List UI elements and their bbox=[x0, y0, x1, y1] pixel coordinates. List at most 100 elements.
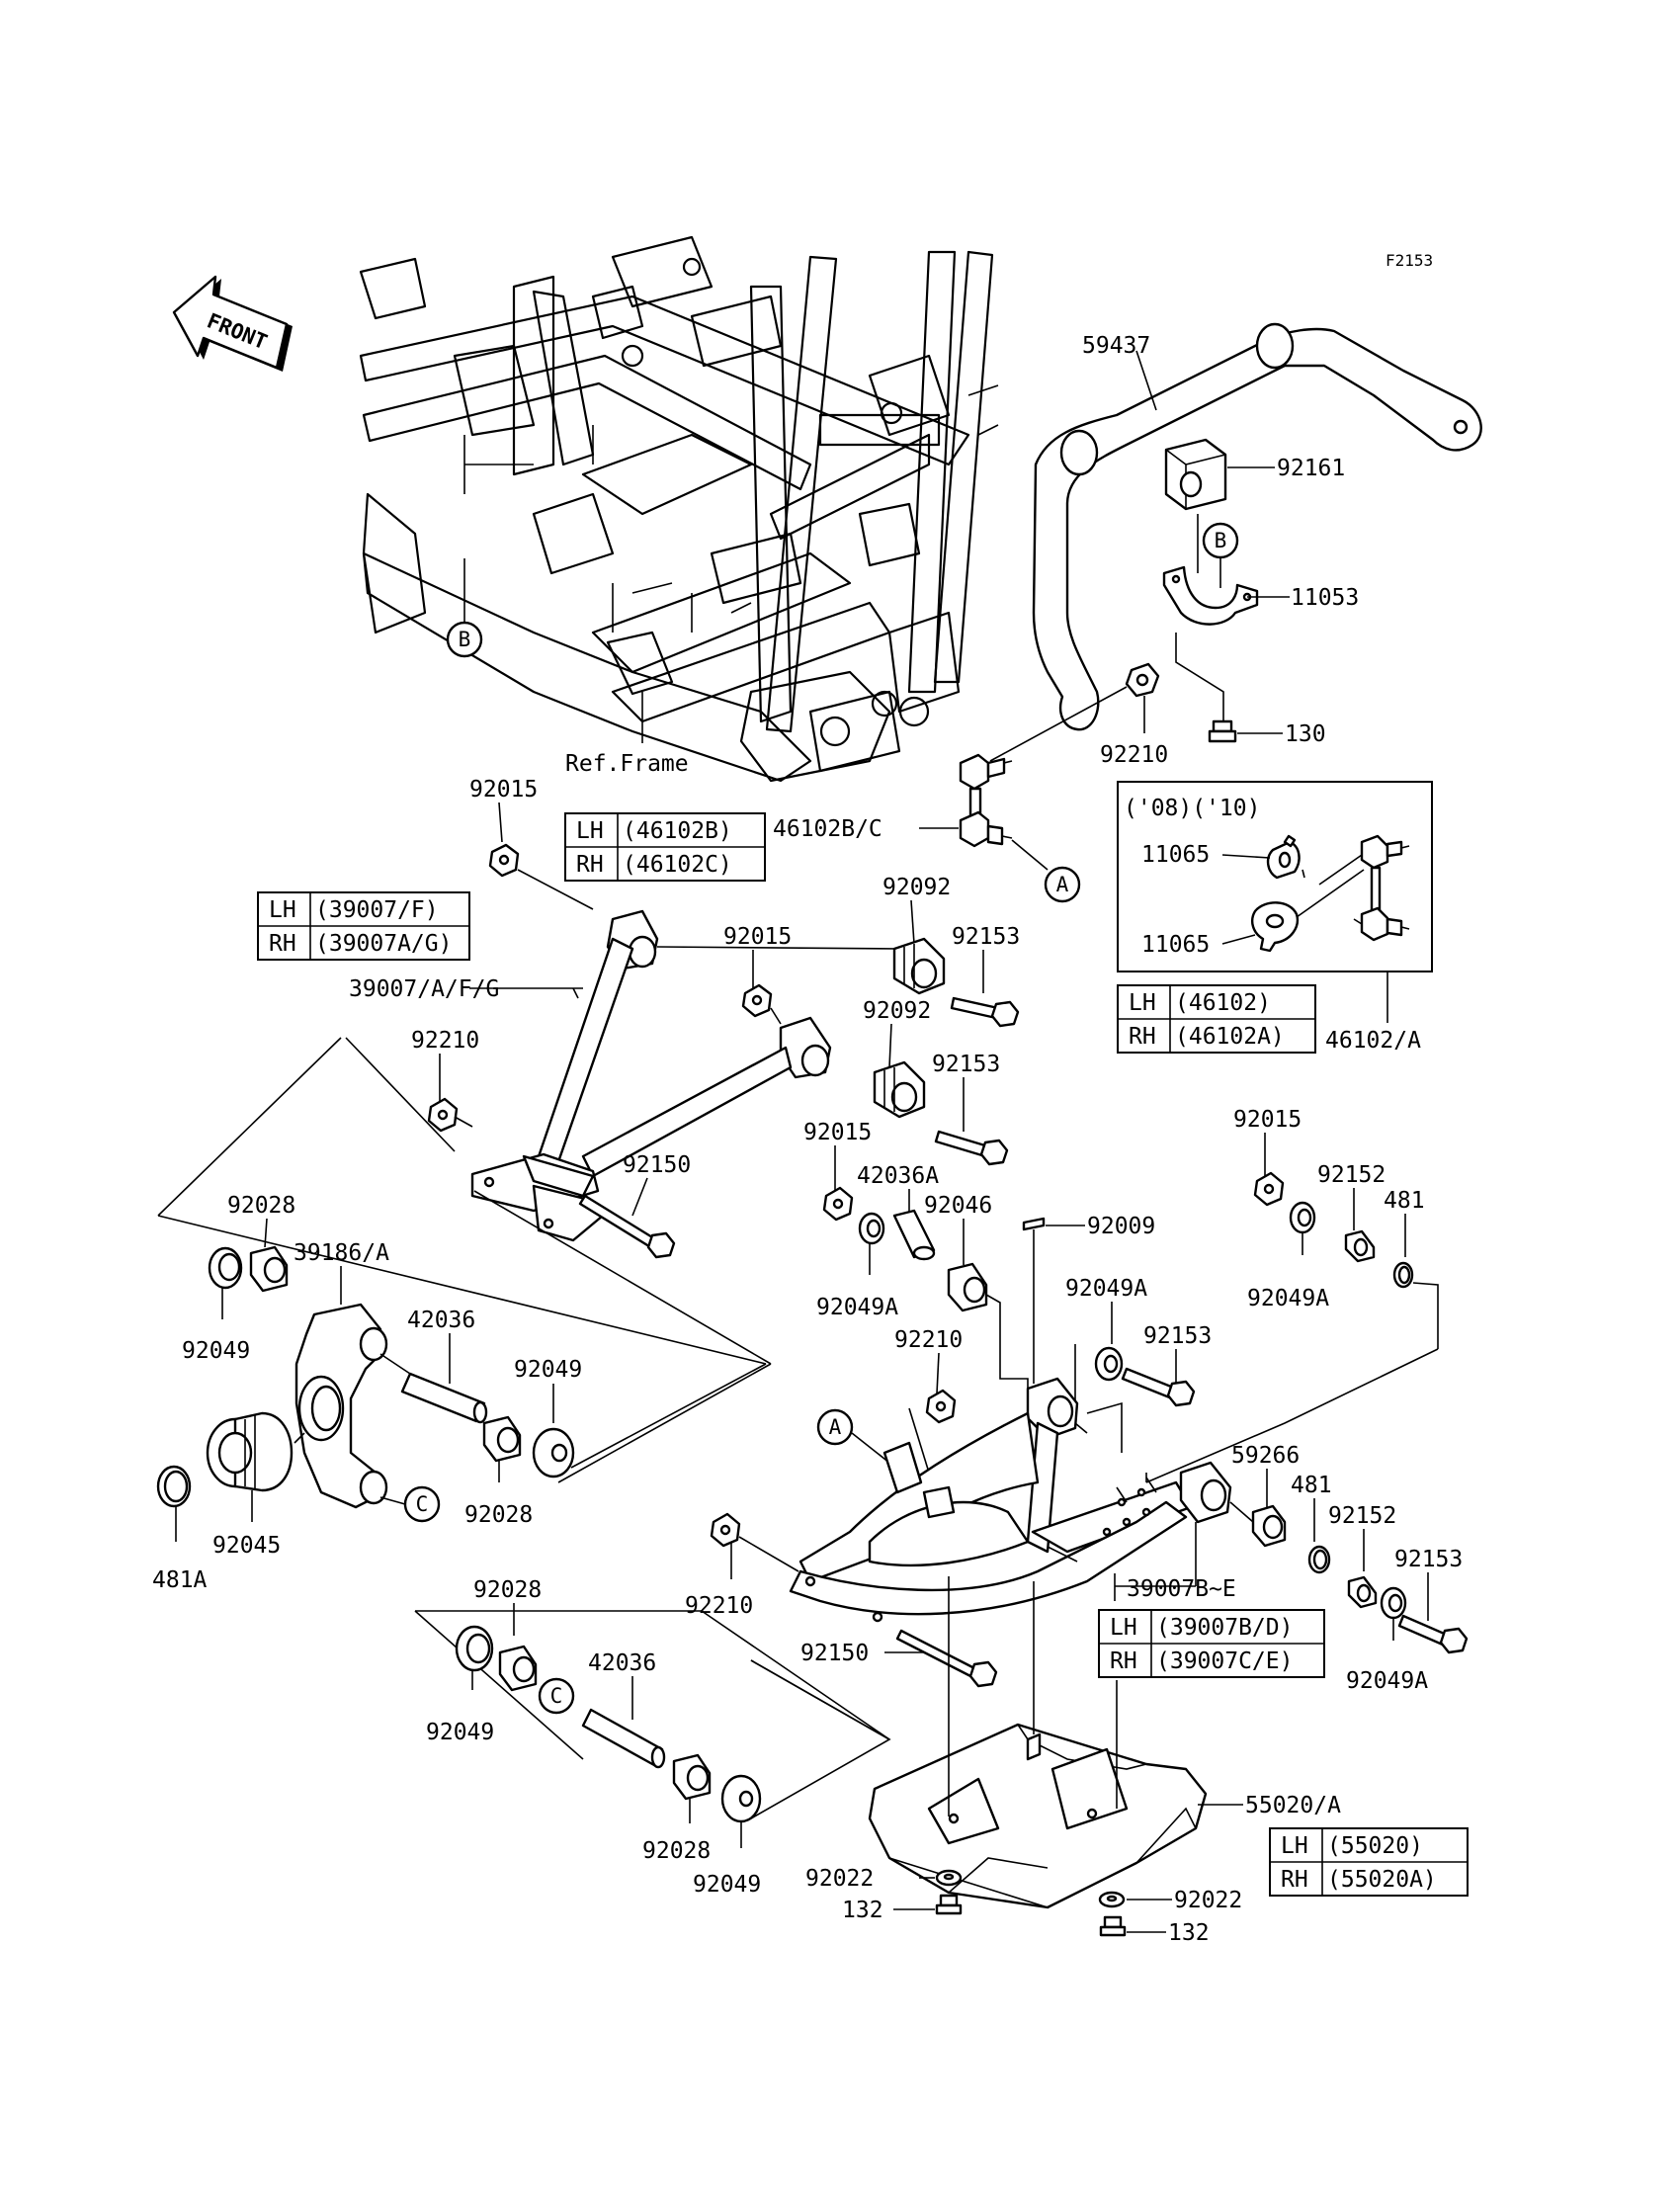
ref-circle-c-bottom: C bbox=[550, 1684, 563, 1708]
ref-circle-b-bracket: B bbox=[1215, 529, 1227, 552]
callout-92015-b: 92015 bbox=[723, 924, 792, 950]
callout-55020: 55020/A bbox=[1245, 1793, 1341, 1818]
bolt-92150-a bbox=[578, 1194, 676, 1259]
boot-11065-a bbox=[1266, 834, 1301, 880]
washer-92022-a bbox=[935, 1869, 963, 1887]
seal-92049-d bbox=[720, 1774, 762, 1823]
callout-92092-b: 92092 bbox=[863, 998, 931, 1024]
knuckle-39186 bbox=[294, 1303, 388, 1509]
callout-92015-a: 92015 bbox=[469, 777, 538, 803]
collar-92152-b bbox=[1347, 1575, 1378, 1609]
callout-59437: 59437 bbox=[1082, 333, 1150, 359]
circlip-481-b bbox=[1307, 1545, 1331, 1574]
bushing-92028-d bbox=[672, 1753, 712, 1801]
t39007-part-1: (39007A/G) bbox=[315, 931, 452, 957]
reference-code: F2153 bbox=[1386, 251, 1433, 270]
callout-92153-b: 92153 bbox=[932, 1052, 1000, 1077]
callout-92153-a: 92153 bbox=[952, 924, 1020, 950]
seal-92049-c bbox=[455, 1625, 494, 1672]
callout-481-a: 481 bbox=[1384, 1188, 1425, 1214]
table-39007be: LH (39007B/D) RH (39007C/E) bbox=[1098, 1609, 1325, 1678]
nut-92015-b bbox=[741, 983, 773, 1018]
frame-assembly bbox=[359, 235, 999, 783]
seal-92049-b bbox=[532, 1427, 575, 1479]
boot-11065-b bbox=[1251, 901, 1300, 953]
callout-42036-b: 42036 bbox=[588, 1650, 656, 1676]
nut-92210-d bbox=[710, 1512, 741, 1548]
callout-39186: 39186/A bbox=[294, 1240, 389, 1266]
callout-11065-b: 11065 bbox=[1141, 932, 1210, 958]
circlip-481a bbox=[156, 1465, 192, 1508]
washer-92049a-b bbox=[1094, 1346, 1124, 1382]
bolt-132-a bbox=[935, 1894, 963, 1915]
callout-42036a: 42036A bbox=[857, 1163, 939, 1189]
callout-46102bc: 46102B/C bbox=[773, 816, 882, 842]
table-55020: LH (55020) RH (55020A) bbox=[1269, 1827, 1469, 1897]
inset-years: ('08)('10) bbox=[1124, 796, 1260, 821]
callout-132-a: 132 bbox=[842, 1898, 883, 1923]
bushing-92028-a bbox=[249, 1245, 289, 1293]
callout-92210-top: 92210 bbox=[1100, 742, 1168, 768]
nut-92210-b bbox=[427, 1097, 459, 1133]
collar-92152-a bbox=[1344, 1229, 1376, 1263]
t46102bc-side-1: RH bbox=[576, 852, 604, 878]
callout-92150-a: 92150 bbox=[623, 1152, 691, 1178]
callout-11065-a: 11065 bbox=[1141, 842, 1210, 868]
t39007be-part-1: (39007C/E) bbox=[1156, 1648, 1293, 1674]
callout-92022-a: 92022 bbox=[805, 1866, 874, 1892]
bearing-92045 bbox=[206, 1411, 294, 1492]
front-arrow-icon: FRONT bbox=[172, 275, 293, 372]
callout-92028-b: 92028 bbox=[464, 1502, 533, 1528]
nut-92210-c bbox=[925, 1389, 957, 1424]
bolt-92153-c bbox=[1121, 1367, 1196, 1407]
callout-132-b: 132 bbox=[1168, 1920, 1210, 1946]
t39007-side-1: RH bbox=[269, 931, 296, 957]
callout-92049a-c: 92049A bbox=[1247, 1286, 1329, 1311]
callout-92049-c: 92049 bbox=[426, 1720, 494, 1745]
bolt-92153-b bbox=[934, 1130, 1009, 1166]
callout-92210-c: 92210 bbox=[894, 1327, 963, 1353]
screw-92009 bbox=[1022, 1217, 1046, 1231]
bushing-92028-b bbox=[482, 1415, 522, 1463]
bushing-59266 bbox=[1251, 1504, 1287, 1548]
washer-92049a-d bbox=[1380, 1586, 1407, 1620]
t39007be-part-0: (39007B/D) bbox=[1156, 1615, 1293, 1641]
callout-92028-d: 92028 bbox=[642, 1838, 711, 1864]
bushing-92092-b bbox=[873, 1060, 926, 1119]
bushing-92046 bbox=[947, 1262, 988, 1312]
callout-92046: 92046 bbox=[924, 1193, 992, 1219]
callout-92092-a: 92092 bbox=[882, 875, 951, 900]
ref-frame-label: Ref.Frame bbox=[565, 751, 689, 777]
t39007be-side-0: LH bbox=[1110, 1615, 1137, 1641]
nut-92015-a bbox=[488, 843, 520, 878]
t46102-side-1: RH bbox=[1129, 1024, 1156, 1050]
bolt-92153-d bbox=[1397, 1614, 1469, 1654]
t46102bc-part-0: (46102B) bbox=[623, 818, 732, 844]
callout-92028-a: 92028 bbox=[227, 1193, 295, 1219]
stabilizer-bar bbox=[1032, 322, 1482, 731]
table-39007: LH (39007/F) RH (39007A/G) bbox=[257, 891, 470, 961]
callout-92045: 92045 bbox=[212, 1533, 281, 1559]
callout-130: 130 bbox=[1285, 721, 1326, 747]
bushing-92161 bbox=[1164, 438, 1227, 511]
t55020-part-0: (55020) bbox=[1327, 1833, 1423, 1859]
bushing-92092-a bbox=[892, 937, 946, 995]
callout-92009: 92009 bbox=[1087, 1214, 1155, 1239]
callout-39007be: 39007B~E bbox=[1127, 1576, 1236, 1602]
bolt-92150-b bbox=[895, 1629, 998, 1688]
washer-92049a-c bbox=[1289, 1201, 1316, 1234]
t46102-part-1: (46102A) bbox=[1175, 1024, 1285, 1050]
callout-92049-d: 92049 bbox=[693, 1872, 761, 1898]
t55020-side-0: LH bbox=[1281, 1833, 1308, 1859]
ref-circle-a-link: A bbox=[1056, 873, 1069, 896]
upper-a-arm bbox=[470, 909, 832, 1242]
callout-92153-c: 92153 bbox=[1143, 1323, 1212, 1349]
t39007be-side-1: RH bbox=[1110, 1648, 1137, 1674]
callout-92161: 92161 bbox=[1277, 456, 1345, 481]
stabilizer-link-46102bc bbox=[959, 753, 1013, 848]
callout-11053: 11053 bbox=[1291, 585, 1359, 611]
callout-92028-c: 92028 bbox=[473, 1577, 542, 1603]
t55020-part-1: (55020A) bbox=[1327, 1867, 1437, 1893]
callout-92049a-b: 92049A bbox=[1065, 1276, 1147, 1302]
